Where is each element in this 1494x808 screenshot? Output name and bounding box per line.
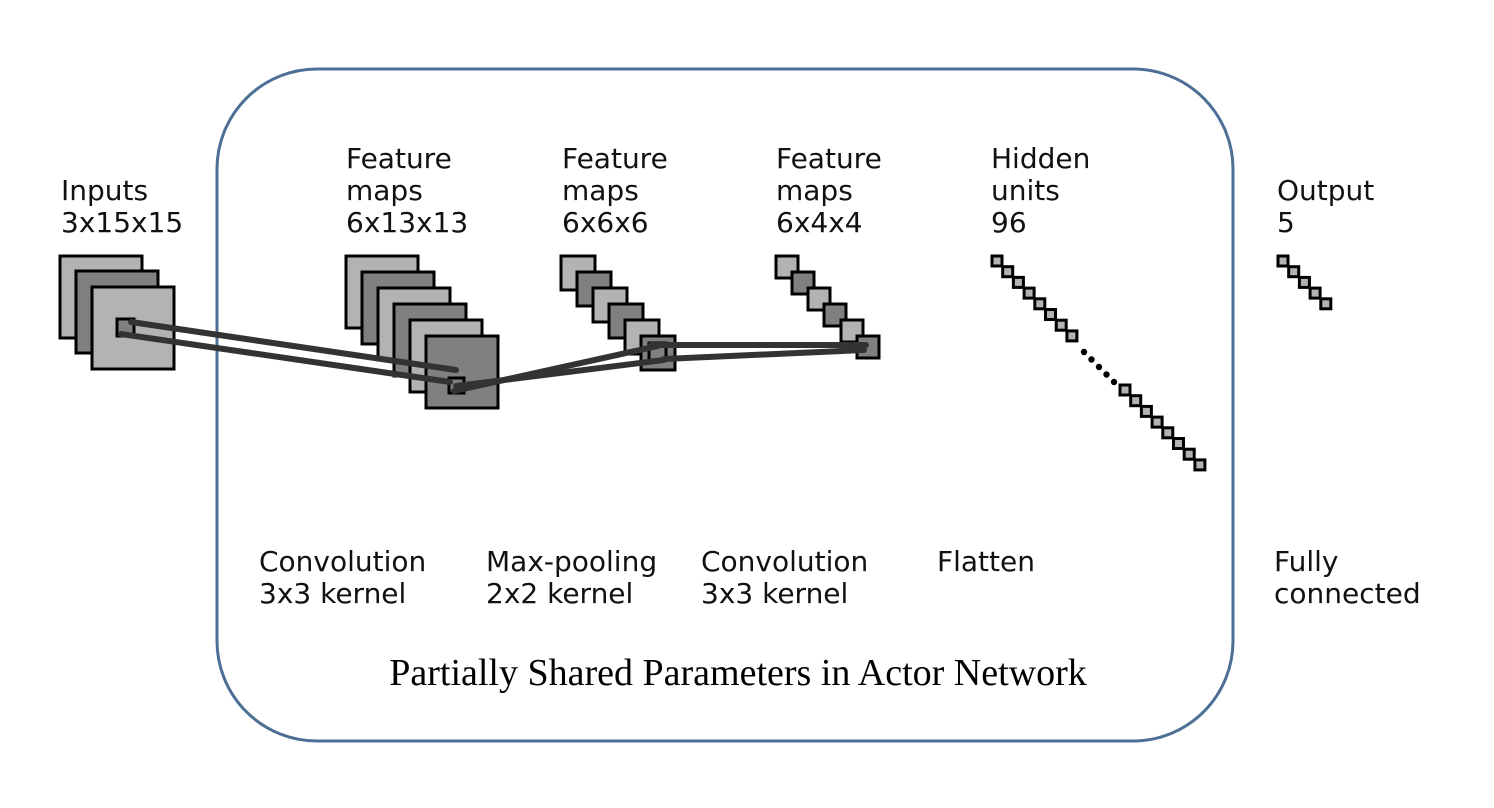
feature-maps-2-label: Feature maps 6x6x6 — [562, 142, 677, 239]
output-unit — [1319, 297, 1333, 311]
hidden-unit — [1118, 383, 1132, 397]
feature-maps-2-stack — [559, 254, 677, 372]
output-label: Output 5 — [1277, 174, 1383, 239]
fully-connected-label: Fully connected — [1274, 545, 1421, 610]
inputs-label: Inputs 3x15x15 — [61, 174, 183, 239]
hidden-unit — [1139, 404, 1153, 418]
feature-maps-3-label: Feature maps 6x4x4 — [776, 142, 891, 239]
hidden-unit — [1033, 297, 1047, 311]
connector-line — [661, 347, 867, 362]
hidden-unit — [1011, 275, 1025, 289]
hidden-unit — [1044, 308, 1057, 321]
output-units-chain — [1276, 254, 1333, 311]
ellipsis-dot — [1095, 363, 1103, 371]
flatten-label: Flatten — [937, 545, 1035, 578]
convolution-2-label: Convolution 3x3 kernel — [701, 545, 877, 610]
ellipsis-dot — [1088, 356, 1095, 363]
ellipsis-dot — [1110, 378, 1118, 386]
feature-map — [424, 334, 500, 410]
hidden-units-label: Hidden units 96 — [991, 142, 1099, 239]
output-unit — [1287, 265, 1301, 279]
convolution-1-label: Convolution 3x3 kernel — [259, 545, 435, 610]
ellipsis-dot — [1103, 371, 1110, 378]
output-unit — [1297, 275, 1311, 289]
feature-maps-1-stack — [344, 254, 500, 410]
hidden-unit — [1022, 286, 1036, 300]
output-unit — [1276, 254, 1290, 268]
feature-maps-3-stack — [774, 254, 881, 360]
connector-line — [453, 357, 667, 389]
connector-line — [118, 331, 453, 385]
shared-parameters-frame — [215, 67, 1235, 743]
max-pooling-label: Max-pooling 2x2 kernel — [486, 545, 666, 610]
hidden-unit — [1193, 458, 1207, 472]
input-stack — [58, 254, 176, 371]
hidden-units-chain — [990, 254, 1207, 472]
diagram-caption: Partially Shared Parameters in Actor Net… — [389, 652, 1087, 694]
hidden-unit — [1150, 415, 1164, 429]
hidden-unit — [1172, 437, 1185, 450]
kernel-connectors — [118, 319, 869, 394]
connector-line — [128, 319, 459, 373]
hidden-unit — [1054, 318, 1068, 332]
output-unit — [1308, 286, 1322, 300]
ellipsis-dot — [1080, 348, 1088, 356]
hidden-unit — [1182, 447, 1196, 461]
hidden-unit — [1161, 426, 1175, 440]
hidden-unit — [1129, 394, 1143, 408]
hidden-unit — [1001, 265, 1015, 279]
hidden-unit — [990, 254, 1004, 268]
feature-maps-1-label: Feature maps 6x13x13 — [346, 142, 468, 239]
hidden-unit — [1065, 329, 1079, 343]
